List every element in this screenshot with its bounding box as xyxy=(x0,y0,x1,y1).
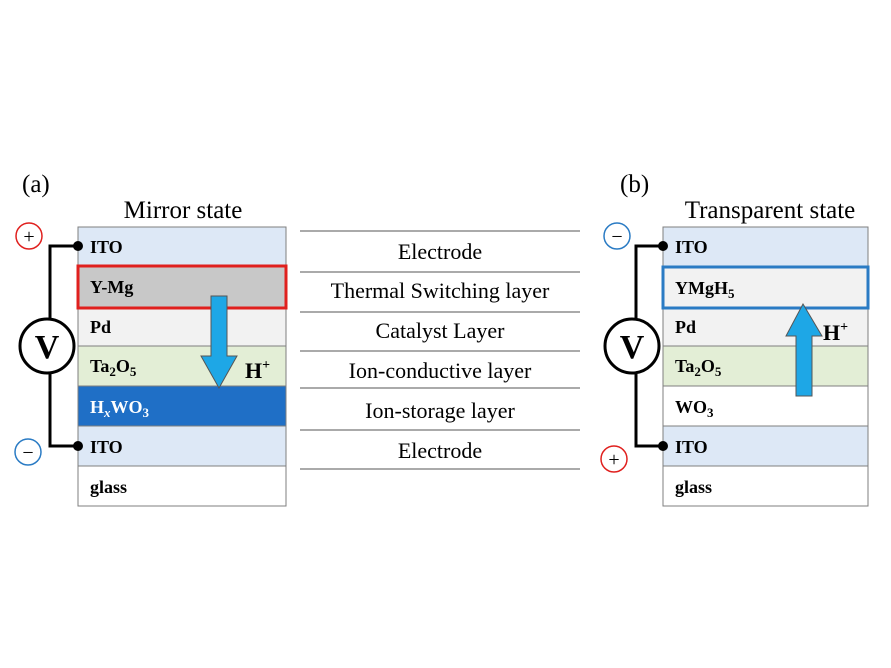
minus-sign-a-icon xyxy=(14,438,42,466)
label-a-pd: Pd xyxy=(90,317,111,337)
label-b-wo3: WO3 xyxy=(675,397,714,420)
middle-label-electrode-bottom: Electrode xyxy=(398,438,482,463)
layer-b-wo3 xyxy=(662,385,869,427)
label-a-hxwo3: HxWO3 xyxy=(90,397,150,420)
panel-b-stack xyxy=(661,226,870,507)
panel-b-title: Transparent state xyxy=(685,197,856,224)
highlight-box-ymg xyxy=(76,264,288,310)
plus-sign-a: + xyxy=(23,226,34,248)
layer-b-glass xyxy=(662,465,869,507)
voltmeter-b-label: V xyxy=(620,329,645,366)
label-a-glass: glass xyxy=(90,477,127,497)
label-b-ito-top: ITO xyxy=(675,237,708,257)
label-b-ito-bottom: ITO xyxy=(675,437,708,457)
middle-dividers xyxy=(300,230,580,470)
label-a-ymg: Y-Mg xyxy=(90,277,133,297)
layer-b-pd xyxy=(662,307,869,347)
panel-a-stack xyxy=(76,226,288,507)
highlight-box-ymgh5 xyxy=(661,265,870,310)
label-b-ymgh5: YMgH5 xyxy=(675,278,735,301)
voltmeter-b-icon xyxy=(603,317,661,375)
label-b-ta2o5: Ta2O5 xyxy=(675,356,722,379)
layer-a-ta2o5 xyxy=(77,345,287,387)
ion-label-a: H+ xyxy=(245,358,270,383)
label-b-pd: Pd xyxy=(675,317,696,337)
panel-b-label: (b) xyxy=(620,171,649,198)
label-a-ito-bottom: ITO xyxy=(90,437,123,457)
circuit-a xyxy=(18,241,83,451)
layer-a-ymg xyxy=(77,265,287,309)
layer-a-ito-top xyxy=(77,226,287,267)
layer-a-glass xyxy=(77,465,287,507)
ion-label-b: H+ xyxy=(823,320,848,345)
plus-sign-a-icon xyxy=(15,222,43,250)
voltmeter-a-icon xyxy=(18,317,76,375)
label-a-ito-top: ITO xyxy=(90,237,123,257)
layer-b-ta2o5 xyxy=(662,345,869,387)
up-arrow-icon xyxy=(785,302,823,397)
layer-a-ito-bottom xyxy=(77,425,287,467)
plus-sign-b-icon xyxy=(600,445,628,473)
layer-b-ymgh5 xyxy=(662,266,869,309)
middle-label-ion-conductive: Ion-conductive layer xyxy=(349,358,532,383)
panel-a-title: Mirror state xyxy=(124,197,243,224)
label-a-ta2o5: Ta2O5 xyxy=(90,356,137,379)
layer-b-ito-bottom xyxy=(662,425,869,467)
minus-sign-b: − xyxy=(611,226,622,248)
minus-sign-b-icon xyxy=(603,222,631,250)
middle-label-electrode-top: Electrode xyxy=(398,239,482,264)
middle-label-ion-storage: Ion-storage layer xyxy=(365,398,515,423)
middle-label-catalyst: Catalyst Layer xyxy=(376,318,506,343)
down-arrow-icon xyxy=(200,295,238,390)
circuit-b xyxy=(603,241,668,451)
minus-sign-a: − xyxy=(22,442,33,464)
label-b-glass: glass xyxy=(675,477,712,497)
plus-sign-b: + xyxy=(608,449,619,471)
middle-label-thermal: Thermal Switching layer xyxy=(331,278,550,303)
panel-a-label: (a) xyxy=(22,171,50,198)
voltmeter-a-label: V xyxy=(35,329,60,366)
